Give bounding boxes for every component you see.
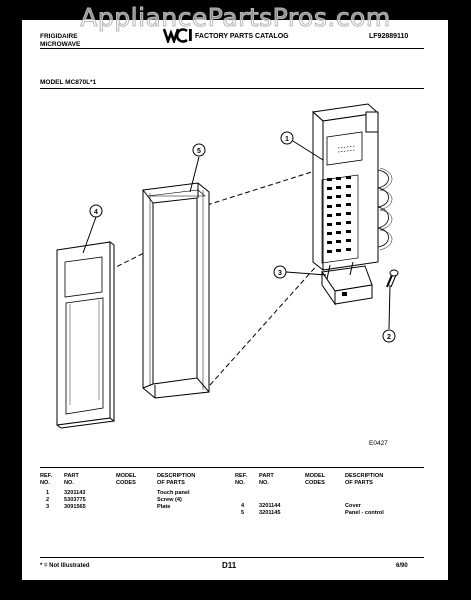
- callout-2: 2: [387, 334, 391, 341]
- part-3-plate: [321, 261, 373, 306]
- part-4-cover: [56, 241, 115, 429]
- not-illustrated-note: * = Not Illustrated: [40, 563, 90, 569]
- callout-4: 4: [94, 209, 98, 216]
- brand-line-1: FRIGIDAIRE: [40, 33, 78, 40]
- catalog-title: FACTORY PARTS CATALOG: [195, 33, 289, 40]
- footer-rule: [40, 557, 424, 558]
- publication-number: LF92889110: [369, 33, 409, 40]
- header-ref-no: REF.NO.: [40, 473, 53, 486]
- callout-5: 5: [197, 148, 201, 155]
- part-2-screw: [386, 269, 399, 288]
- catalog-date: 6/90: [396, 563, 408, 569]
- header-ref-no: REF.NO.: [235, 473, 248, 486]
- brand-line-2: MICROWAVE: [40, 41, 81, 48]
- figure-code: E0427: [369, 440, 388, 447]
- page-number: D11: [222, 561, 237, 570]
- table-top-rule: [40, 467, 424, 468]
- header-rule: [40, 48, 424, 49]
- wci-logo: [163, 28, 192, 43]
- model-rule: [40, 88, 424, 89]
- model-number: MODEL MC870L*1: [40, 79, 97, 86]
- brand-name: FRIGIDAIRE MICROWAVE: [40, 33, 80, 49]
- part-1-touch-panel: [311, 103, 393, 272]
- watermark: AppliancePartsPros.com: [80, 3, 391, 33]
- callout-1: 1: [285, 136, 289, 143]
- callout-3: 3: [278, 270, 282, 277]
- part-5-control-panel-frame: [142, 182, 210, 399]
